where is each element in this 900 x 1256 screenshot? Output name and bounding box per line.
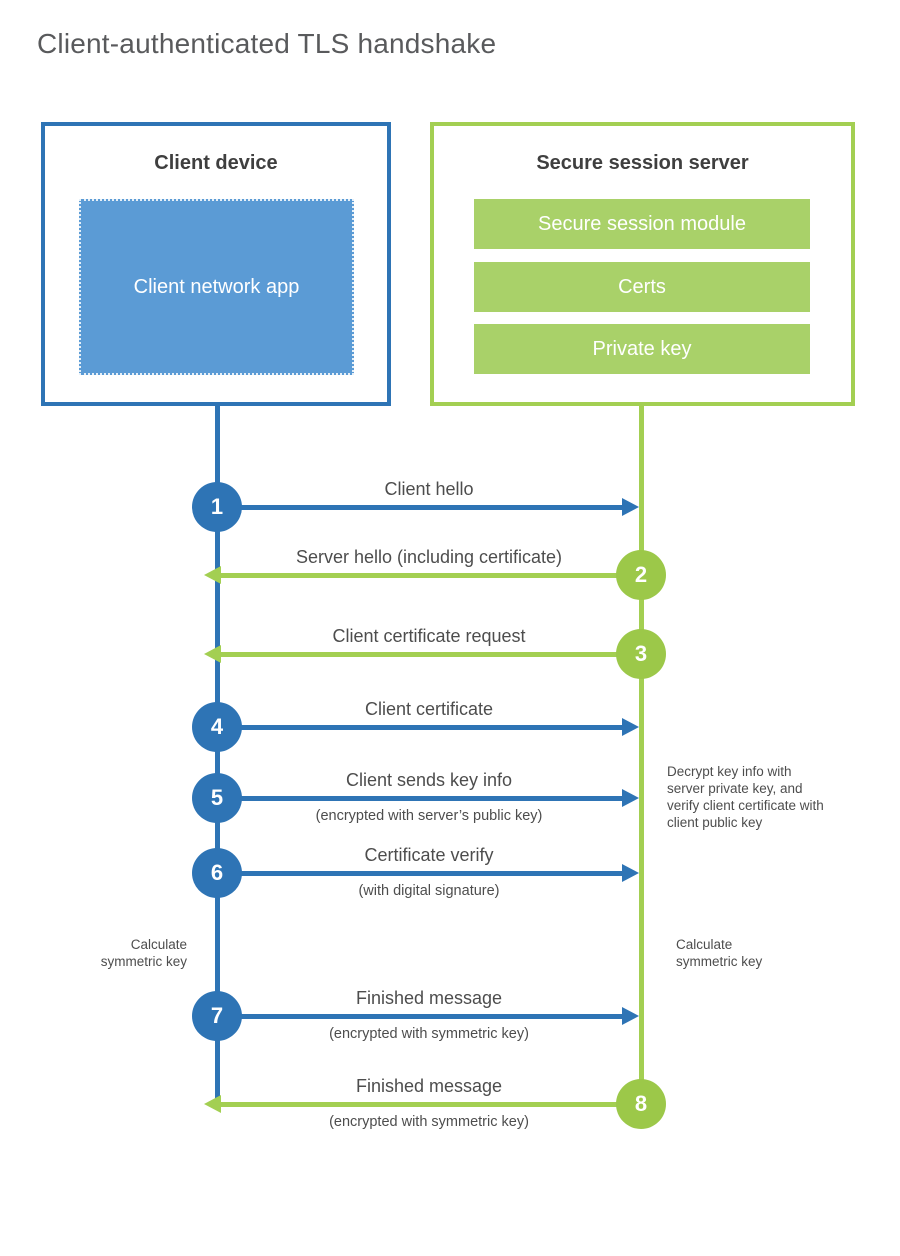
step-number-2: 2 bbox=[634, 562, 648, 587]
step-number-6: 6 bbox=[210, 860, 224, 885]
server-module-private-key: Private key bbox=[474, 324, 810, 374]
arrowhead-step-2 bbox=[204, 566, 221, 584]
step-number-5: 5 bbox=[210, 785, 224, 810]
client-device-box: Client device Client network app bbox=[41, 122, 391, 406]
sublabel-step-7: (encrypted with symmetric key) bbox=[329, 1026, 529, 1042]
arrow-step-6 bbox=[217, 871, 627, 876]
step-circle-7: 7 bbox=[192, 991, 242, 1041]
server-decrypt-note: Decrypt key info with server private key… bbox=[667, 764, 824, 830]
client-device-title: Client device bbox=[154, 152, 278, 174]
arrow-step-2 bbox=[218, 573, 641, 578]
label-step-8: Finished message bbox=[355, 1076, 503, 1096]
label-step-4: Client certificate bbox=[364, 699, 494, 719]
step-number-3: 3 bbox=[634, 641, 648, 666]
arrowhead-step-1 bbox=[622, 498, 639, 516]
secure-session-server-box: Secure session server Secure session mod… bbox=[430, 122, 855, 406]
arrow-step-4 bbox=[217, 725, 627, 730]
label-step-5: Client sends key info bbox=[345, 770, 513, 790]
arrowhead-step-8 bbox=[204, 1095, 221, 1113]
secure-session-server-title: Secure session server bbox=[536, 152, 749, 174]
label-step-2: Server hello (including certificate) bbox=[295, 547, 563, 567]
server-lifeline bbox=[639, 405, 644, 1107]
step-circle-5: 5 bbox=[192, 773, 242, 823]
label-step-6: Certificate verify bbox=[364, 845, 494, 865]
step-circle-1: 1 bbox=[192, 482, 242, 532]
step-circle-3: 3 bbox=[616, 629, 666, 679]
label-step-1: Client hello bbox=[384, 479, 474, 499]
arrowhead-step-5 bbox=[622, 789, 639, 807]
step-circle-6: 6 bbox=[192, 848, 242, 898]
step-number-7: 7 bbox=[210, 1003, 224, 1028]
step-circle-4: 4 bbox=[192, 702, 242, 752]
arrow-step-1 bbox=[217, 505, 627, 510]
sublabel-step-5: (encrypted with server’s public key) bbox=[315, 808, 543, 824]
server-calculate-symmetric-key-note: Calculate symmetric key bbox=[676, 937, 763, 969]
server-module-certs: Certs bbox=[474, 262, 810, 312]
page-title: Client-authenticated TLS handshake bbox=[37, 28, 497, 59]
server-module-secure-session: Secure session module bbox=[474, 199, 810, 249]
sublabel-step-8: (encrypted with symmetric key) bbox=[329, 1114, 529, 1130]
step-number-1: 1 bbox=[210, 494, 224, 519]
client-lifeline bbox=[215, 405, 220, 1107]
label-step-7: Finished message bbox=[355, 988, 503, 1008]
arrow-step-7 bbox=[217, 1014, 627, 1019]
label-step-3: Client certificate request bbox=[332, 626, 526, 646]
arrowhead-step-6 bbox=[622, 864, 639, 882]
sublabel-step-6: (with digital signature) bbox=[358, 883, 500, 899]
client-calculate-symmetric-key-note: Calculate symmetric key bbox=[100, 937, 187, 969]
step-number-8: 8 bbox=[634, 1091, 648, 1116]
arrow-step-5 bbox=[217, 796, 627, 801]
arrow-step-3 bbox=[218, 652, 641, 657]
arrowhead-step-4 bbox=[622, 718, 639, 736]
step-circle-2: 2 bbox=[616, 550, 666, 600]
arrowhead-step-3 bbox=[204, 645, 221, 663]
client-network-app-box: Client network app bbox=[79, 199, 354, 375]
arrow-step-8 bbox=[218, 1102, 641, 1107]
arrowhead-step-7 bbox=[622, 1007, 639, 1025]
step-number-4: 4 bbox=[210, 714, 224, 739]
step-circle-8: 8 bbox=[616, 1079, 666, 1129]
